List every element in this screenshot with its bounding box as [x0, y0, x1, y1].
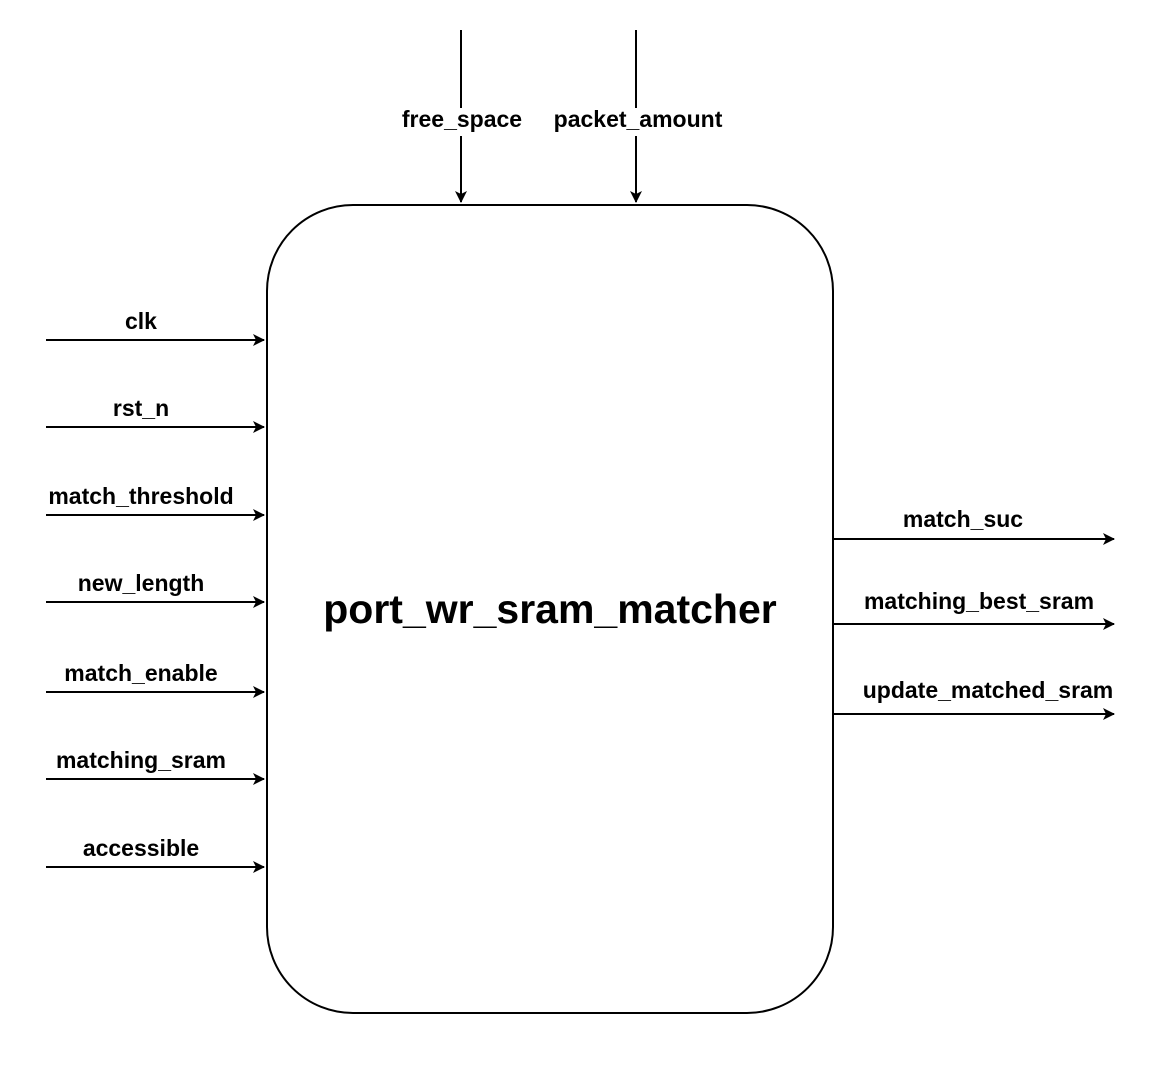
left-input-match-threshold[interactable]: match_threshold [46, 483, 265, 521]
right-output-label: match_suc [903, 506, 1023, 532]
left-input-label: match_enable [64, 660, 217, 686]
left-input-matching-sram[interactable]: matching_sram [46, 747, 265, 785]
right-output-label: update_matched_sram [863, 677, 1114, 703]
left-input-label: new_length [78, 570, 205, 596]
module-box[interactable] [266, 204, 834, 1014]
left-input-label: clk [125, 308, 157, 334]
left-input-match-enable[interactable]: match_enable [46, 660, 265, 698]
right-output-match-suc[interactable]: match_suc [833, 506, 1115, 545]
top-input-free-space[interactable]: free_space [402, 30, 522, 203]
left-input-rst-n[interactable]: rst_n [46, 395, 265, 433]
left-input-label: match_threshold [48, 483, 233, 509]
top-input-packet-amount[interactable]: packet_amount [554, 30, 723, 203]
left-input-accessible[interactable]: accessible [46, 835, 265, 873]
left-input-clk[interactable]: clk [46, 308, 265, 346]
top-input-label: free_space [402, 106, 522, 132]
right-output-label: matching_best_sram [864, 588, 1094, 614]
left-input-label: rst_n [113, 395, 169, 421]
left-input-new-length[interactable]: new_length [46, 570, 265, 608]
top-input-label: packet_amount [554, 106, 723, 132]
left-input-label: matching_sram [56, 747, 226, 773]
right-output-matching-best-sram[interactable]: matching_best_sram [833, 588, 1115, 630]
module-name: port_wr_sram_matcher [323, 586, 777, 632]
left-input-label: accessible [83, 835, 199, 861]
right-output-update-matched-sram[interactable]: update_matched_sram [833, 677, 1115, 720]
